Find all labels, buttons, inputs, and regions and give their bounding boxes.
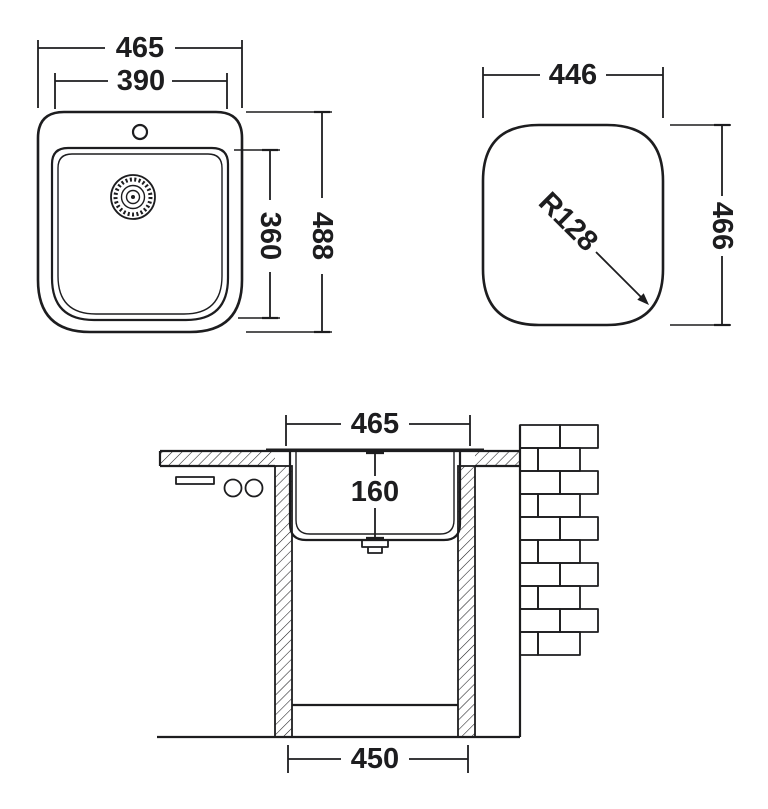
countertop	[158, 449, 520, 468]
faucet-hole	[131, 123, 149, 141]
basin-outer-rim	[50, 146, 230, 322]
knob-symbol	[244, 478, 264, 498]
dim-label-cutout-depth: 466	[706, 202, 738, 250]
dim-cutout-width: 446	[482, 59, 664, 118]
countertop-hatch-right	[475, 451, 520, 466]
dim-label-outer-depth: 488	[306, 212, 338, 260]
dim-label-base-width: 450	[351, 743, 399, 775]
sink-outer-outline	[36, 110, 244, 334]
cutout-view: 446 R128 466	[481, 59, 738, 327]
drain	[110, 174, 156, 220]
section-view: 465	[157, 408, 599, 775]
cabinet-panels	[274, 465, 476, 738]
knob-symbol	[223, 478, 243, 498]
dim-section-rim-width: 465	[285, 408, 471, 446]
dim-cutout-depth: 466	[670, 123, 738, 327]
dim-label-corner-radius: R128	[532, 186, 604, 258]
dim-label-cutout-width: 446	[549, 59, 597, 91]
dim-bowl-depth: 160	[351, 451, 399, 540]
dim-top-outer-depth: 488	[246, 110, 338, 334]
dim-label-outer-width: 465	[116, 32, 164, 64]
dim-top-basin-width: 390	[54, 65, 228, 109]
dim-label-basin-width: 390	[117, 65, 165, 97]
drain-outlet	[361, 540, 389, 554]
countertop-hatch-left	[160, 451, 275, 466]
dim-label-bowl-depth: 160	[351, 476, 399, 508]
dim-top-outer-width: 465	[37, 32, 243, 108]
basin-inner-rim	[57, 153, 223, 315]
dim-label-rim-width: 465	[351, 408, 399, 440]
dim-top-basin-depth: 360	[234, 148, 286, 320]
appliance-symbols	[175, 476, 264, 498]
handle-symbol	[175, 476, 215, 485]
brick-wall	[518, 424, 599, 737]
dim-base-width: 450	[287, 743, 469, 775]
top-view: 465 390	[36, 32, 338, 334]
corner-radius-annotation: R128	[532, 186, 649, 305]
dim-label-basin-depth: 360	[254, 212, 286, 260]
cutout-outline	[481, 123, 665, 327]
radius-arrowhead	[637, 293, 649, 305]
